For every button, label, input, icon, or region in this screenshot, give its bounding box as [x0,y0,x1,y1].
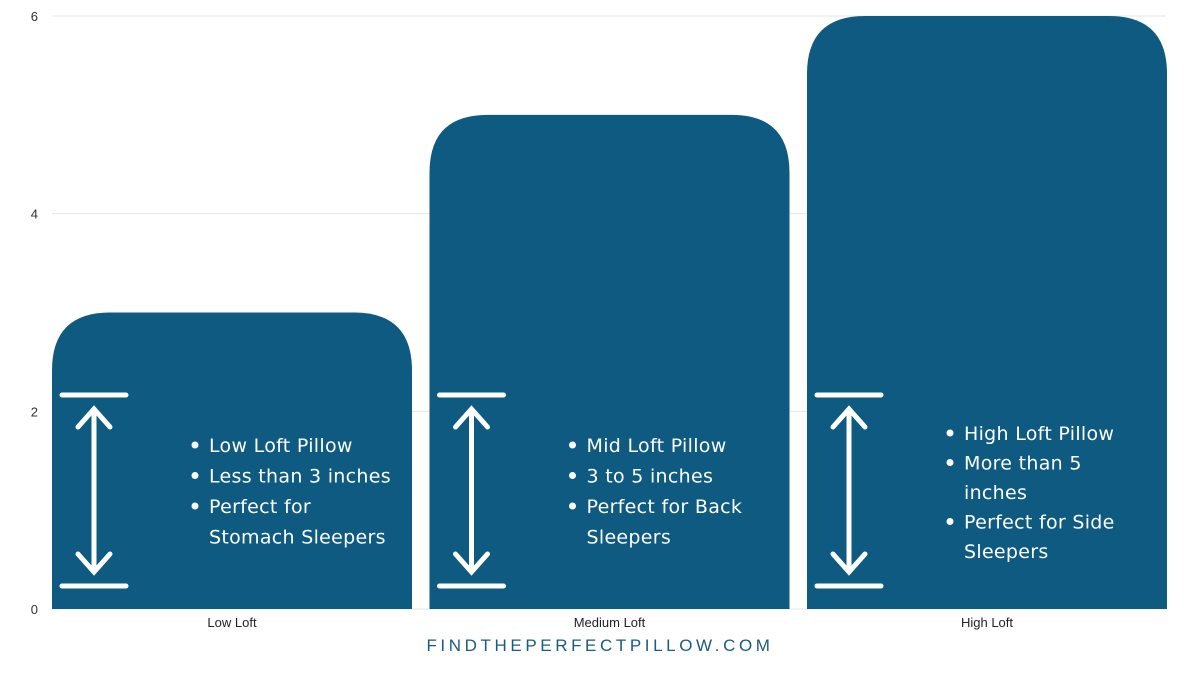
arrow-head-down [75,551,113,576]
bullet-text: Perfect for [209,496,311,518]
bullet-text: 3 to 5 inches [587,466,714,488]
x-category-label: Low Loft [207,615,257,630]
arrow-head-up [453,405,490,430]
x-category-label: Medium Loft [574,615,646,630]
bullet-dot [569,502,576,510]
y-tick-label: 2 [31,404,38,419]
bullet-dot [191,472,199,479]
bullet-text: Perfect for Side [964,512,1115,534]
bullet-text: Less than 3 inches [209,466,391,488]
bullet-dot [569,472,576,479]
bullet-text: Sleepers [587,527,672,549]
y-tick-label: 4 [31,207,38,222]
bullet-dot [946,459,954,466]
bullet-dot [569,441,576,449]
bar-low-loft [52,312,412,609]
bar-high-loft [807,16,1167,609]
bullet-text: Sleepers [964,541,1049,563]
arrow-head-down [830,551,868,576]
bullet-dot [946,429,954,437]
x-category-label: High Loft [961,615,1013,630]
height-arrow [814,392,884,589]
site-url-footer: FINDTHEPERFECTPILLOW.COM [426,636,774,655]
y-tick-label: 0 [31,602,38,617]
bars [52,16,1167,609]
y-tick-label: 6 [31,9,38,24]
y-axis-ticks: 0 2 4 6 [31,9,38,617]
bullet-dot [191,502,199,510]
height-arrow [59,392,129,589]
bullet-text: Low Loft Pillow [209,435,353,457]
bullet-dot [191,441,199,449]
bullet-text: High Loft Pillow [964,423,1114,445]
bullet-text: Stomach Sleepers [209,527,386,549]
height-arrow [437,392,506,589]
bullet-text: Perfect for Back [587,496,743,518]
arrow-head-up [75,405,113,430]
arrow-head-up [830,405,868,430]
bullet-dot [946,518,954,525]
bar-medium-loft [429,114,790,609]
bullet-text: inches [964,482,1027,504]
height-arrows [59,392,884,589]
bullet-text: More than 5 [964,453,1082,475]
bullet-text: Mid Loft Pillow [587,435,727,457]
x-axis-category-labels: Low Loft Medium Loft High Loft [207,615,1013,630]
arrow-head-down [453,551,490,576]
